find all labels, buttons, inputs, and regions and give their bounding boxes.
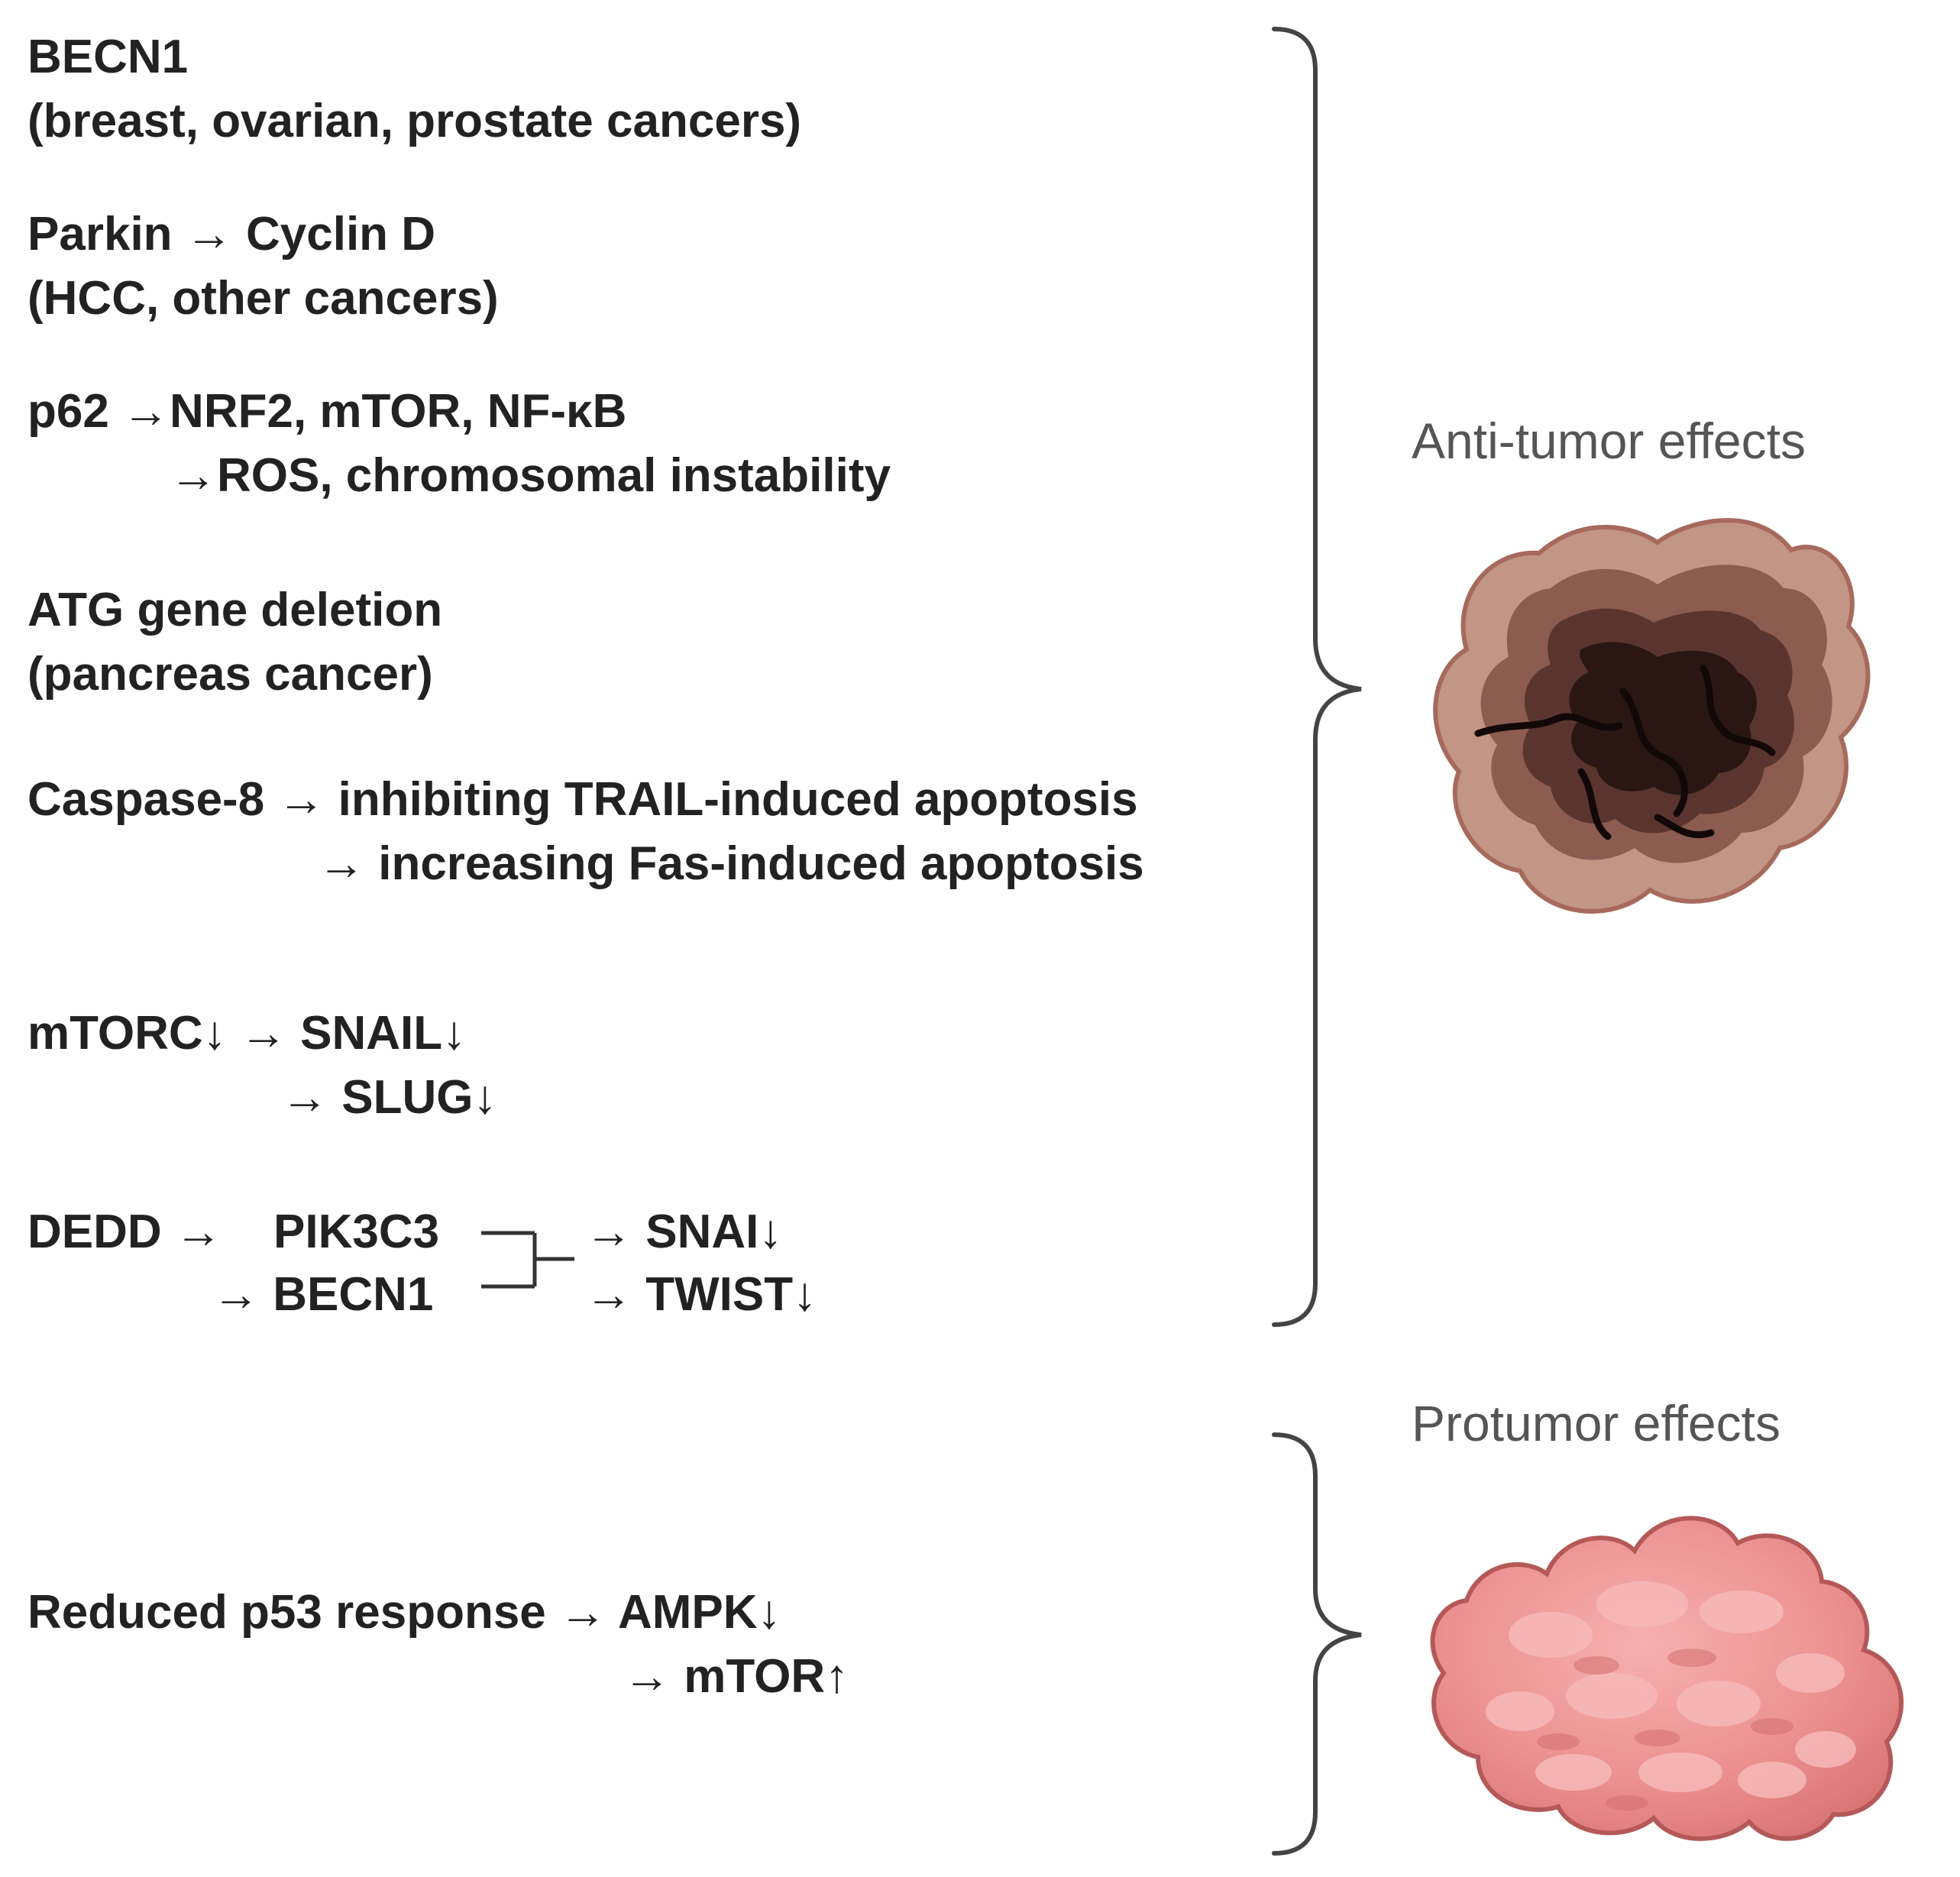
parkin-line: Parkin → Cyclin D (27, 208, 436, 261)
protumor-brace (1272, 1432, 1362, 1856)
dedd-snai: → SNAI↓ (585, 1205, 783, 1258)
mtor-up-line: → mTOR↑ (623, 1650, 849, 1703)
dedd-connector (481, 1231, 574, 1289)
p62-line: p62 →NRF2, mTOR, NF-κB (27, 385, 627, 438)
mtorc-line: mTORC↓ → SNAIL↓ (27, 1007, 467, 1060)
anti-tumor-label: Anti-tumor effects (1412, 413, 1806, 469)
p53-line: Reduced p53 response → AMPK↓ (27, 1586, 781, 1639)
becn1-cancers: (breast, ovarian, prostate cancers) (27, 95, 802, 147)
becn1-title: BECN1 (27, 31, 189, 83)
atg-line: ATG gene deletion (27, 584, 443, 636)
atg-cancer: (pancreas cancer) (27, 648, 433, 701)
anti-tumor-brace (1272, 27, 1362, 1327)
dedd-source: DEDD → (27, 1205, 222, 1258)
parkin-cancers: (HCC, other cancers) (27, 272, 499, 325)
caspase-line: Caspase-8 → inhibiting TRAIL-induced apo… (27, 773, 1138, 826)
dedd-becn1: → BECN1 (212, 1268, 434, 1321)
caspase-fas-line: → increasing Fas-induced apoptosis (318, 837, 1144, 890)
dark-tumor-icon (1433, 518, 1871, 914)
dedd-twist: → TWIST↓ (585, 1268, 817, 1321)
p62-ros-line: →ROS, chromosomal instability (170, 449, 891, 502)
protumor-label: Protumor effects (1412, 1395, 1780, 1451)
slug-line: → SLUG↓ (281, 1071, 497, 1124)
dedd-pik3c3: PIK3C3 (273, 1205, 440, 1258)
pink-tumor-icon (1430, 1516, 1904, 1841)
